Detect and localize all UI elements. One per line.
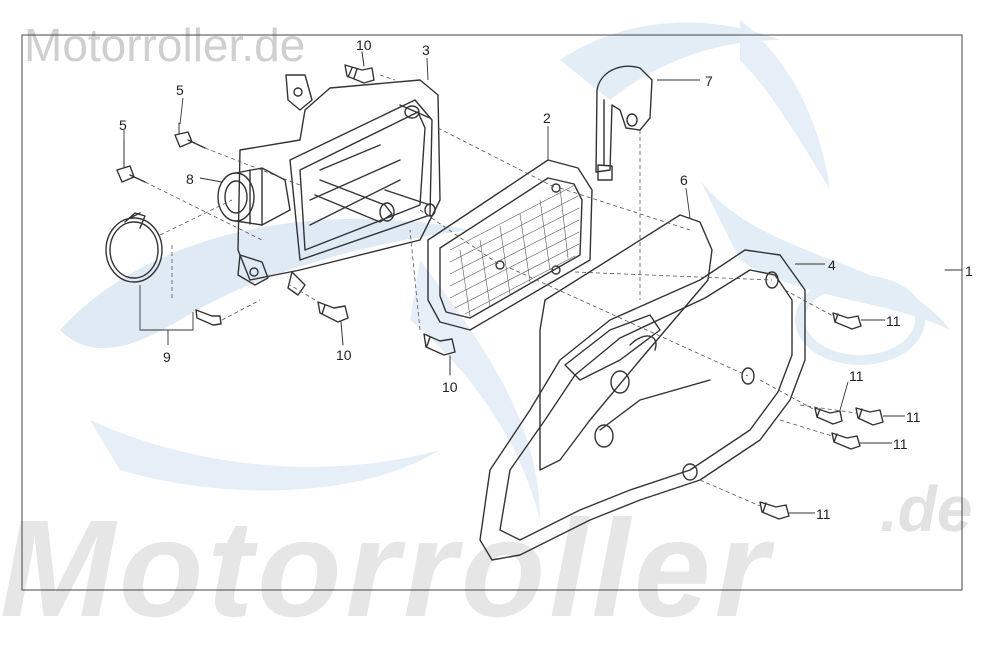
- callout-5-upper: 5: [176, 82, 184, 98]
- callout-6: 6: [680, 172, 688, 188]
- watermark-logo-text: Motorroller.de: [24, 19, 306, 71]
- callout-10-top: 10: [356, 37, 372, 53]
- callout-11-b: 11: [849, 368, 864, 384]
- screw-11-e: [759, 501, 790, 520]
- callout-11-c: 11: [906, 409, 921, 425]
- callout-9: 9: [163, 349, 171, 365]
- air-cleaner-case-part: [237, 74, 441, 296]
- callout-11-d: 11: [893, 436, 908, 452]
- callout-11-a: 11: [886, 313, 901, 329]
- callout-10-middle: 10: [336, 347, 352, 363]
- bolt-10-top: [344, 51, 375, 84]
- air-filter-element-part: [427, 159, 593, 331]
- screw-11-d: [831, 432, 861, 450]
- watermark-logo-suffix: .de: [880, 473, 973, 545]
- tube-band-clamp-part: [105, 212, 163, 283]
- screw-11-c: [855, 407, 884, 426]
- callout-4: 4: [828, 257, 836, 273]
- diagram-frame: [21, 34, 963, 591]
- exploded-view-drawing: 1 2 3 4 5 5 6 7 8 9 10 10 10 11 11 11 11…: [21, 34, 973, 591]
- bolt-10-middle: [317, 301, 349, 346]
- callout-8: 8: [186, 171, 194, 187]
- callout-7: 7: [705, 73, 713, 89]
- callout-1: 1: [965, 263, 973, 279]
- callout-2: 2: [543, 110, 551, 126]
- air-cleaner-cover-part: [479, 249, 806, 561]
- parts-diagram-stage: Motorroller.de Motorroller .de: [0, 19, 973, 638]
- callout-5-lower: 5: [119, 117, 127, 133]
- breather-tube-part: [595, 65, 653, 181]
- screw-5-lower: [116, 139, 146, 183]
- screw-11-b: [814, 407, 843, 425]
- callout-10-lower: 10: [442, 379, 458, 395]
- screw-11-a: [832, 312, 862, 330]
- gasket-part: [539, 214, 713, 471]
- bolt-10-lower: [423, 333, 456, 376]
- callout-11-e: 11: [816, 506, 831, 522]
- callout-3: 3: [422, 42, 430, 58]
- screw-5-upper: [174, 122, 206, 149]
- watermark-swoosh-graphic: [60, 20, 950, 520]
